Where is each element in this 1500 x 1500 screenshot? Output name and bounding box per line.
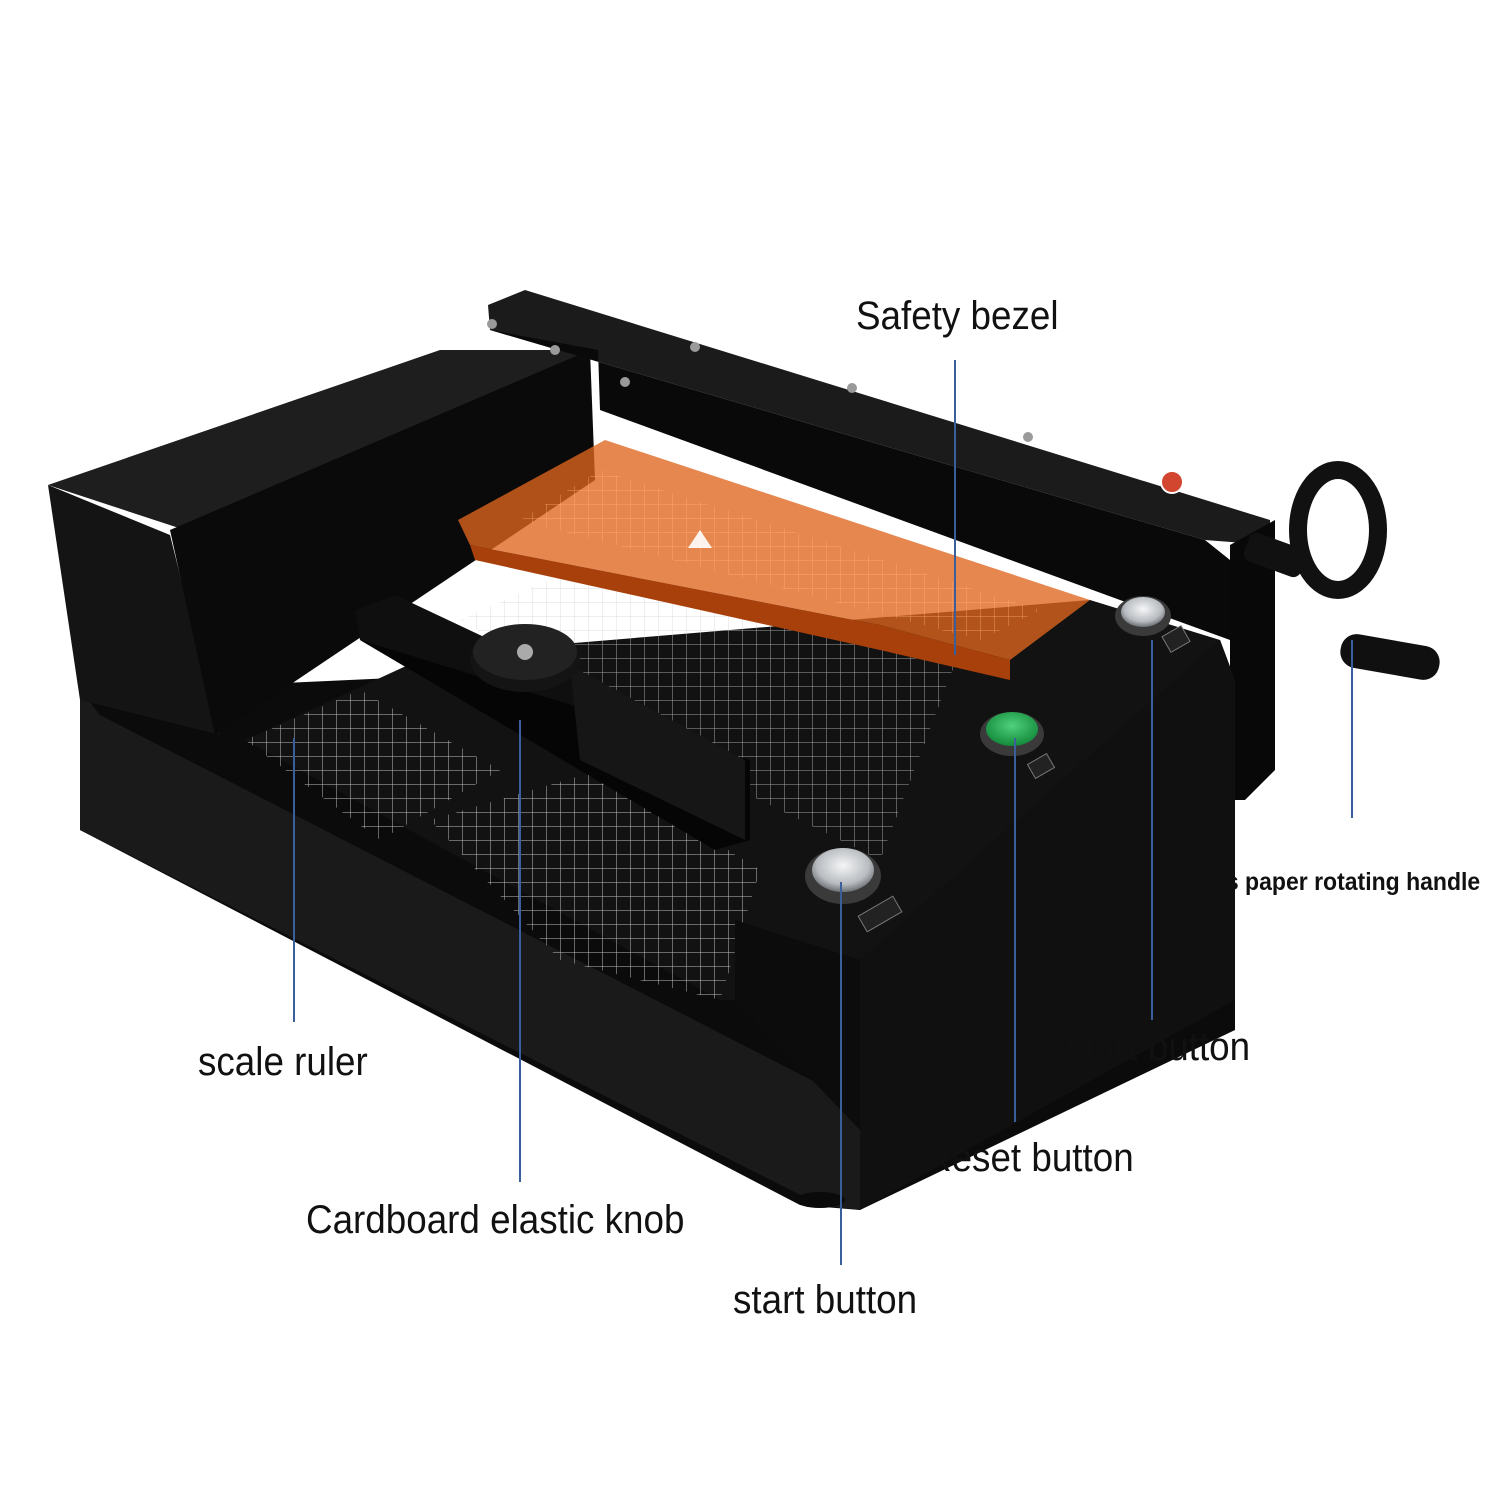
- label-reset-button: Reset button: [925, 1136, 1134, 1180]
- motor-housing-top: [48, 350, 590, 530]
- motor-housing-side: [170, 350, 595, 735]
- label-scale-ruler: scale ruler: [198, 1040, 368, 1084]
- motor-housing-front: [48, 485, 220, 735]
- top-rail-face: [490, 330, 1230, 640]
- label-safety-bezel: Safety bezel: [856, 294, 1059, 338]
- label-start-button-right: start button: [1066, 1025, 1251, 1069]
- label-cardboard-knob: Cardboard elastic knob: [306, 1198, 685, 1242]
- label-press-paper-handle: Press paper rotating handle: [1176, 868, 1481, 896]
- top-rail: [488, 290, 1270, 545]
- start-button-bottom-shape: [805, 848, 881, 904]
- reset-button-shape: [980, 712, 1044, 756]
- start-button-right-shape: [1115, 596, 1171, 636]
- label-start-button-bottom: start button: [733, 1278, 918, 1322]
- control-panel-front: [860, 640, 1235, 1210]
- crank-housing: [1180, 520, 1275, 860]
- scale-grid-back: [460, 575, 960, 860]
- cardboard-knob-shape: [470, 624, 580, 692]
- scale-grid-left: [245, 690, 500, 840]
- base-front-edge: [80, 690, 860, 1210]
- rotating-handle-shape: [1243, 461, 1440, 680]
- leader-lines: [293, 360, 1353, 1265]
